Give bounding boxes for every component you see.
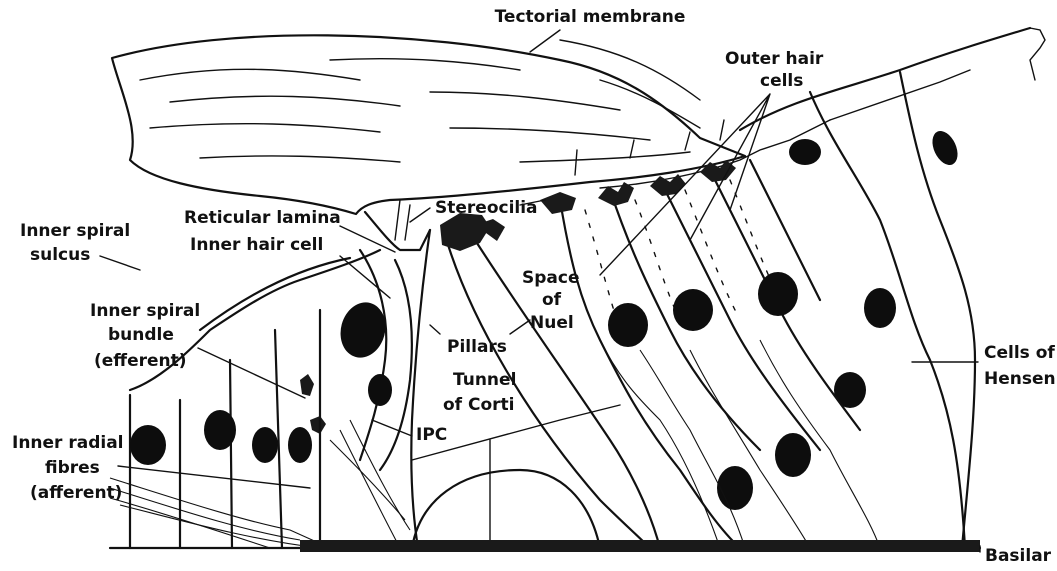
label-inner-radial-fibres-3: (afferent) <box>30 483 122 503</box>
hensen-nucleus-2 <box>927 127 962 169</box>
tectorial-membrane <box>112 35 970 214</box>
leader-inner-hair-cell <box>340 256 390 298</box>
sulcus-nucleus-3 <box>252 427 278 463</box>
deiters-nucleus-1 <box>717 466 753 510</box>
leader-inner-spiral-bundle <box>198 348 305 398</box>
sulcus-nucleus-4 <box>288 427 312 463</box>
ohc-nucleus-2 <box>673 289 713 331</box>
label-tunnel-of-corti-1: Tunnel <box>453 370 516 390</box>
basilar-membrane <box>110 540 980 552</box>
leader-ipc <box>372 420 412 436</box>
inner-phalangeal-nucleus <box>368 374 392 406</box>
hensen-nucleus-3 <box>864 288 896 328</box>
leader-inner-spiral-sulcus <box>100 256 140 270</box>
hensen-nucleus-1 <box>789 139 821 165</box>
label-inner-spiral-sulcus-1: Inner spiral <box>20 221 130 241</box>
label-inner-spiral-bundle-3: (efferent) <box>94 351 187 371</box>
label-inner-radial-fibres-2: fibres <box>45 458 100 478</box>
label-inner-spiral-sulcus-2: sulcus <box>30 245 90 265</box>
label-tectorial-membrane: Tectorial membrane <box>495 7 686 27</box>
leader-tectorial-membrane <box>530 30 560 52</box>
ohc-nucleus-3 <box>758 272 798 316</box>
inner-sulcus-cells <box>130 250 380 548</box>
label-outer-hair-cells-2: cells <box>760 71 803 91</box>
label-stereocilia: Stereocilia <box>435 198 538 218</box>
outer-hair-cells <box>540 120 880 548</box>
label-tunnel-of-corti-2: of Corti <box>443 395 515 415</box>
label-space-of-nuel-3: Nuel <box>530 313 574 333</box>
sulcus-nucleus-1 <box>130 425 166 465</box>
label-space-of-nuel-1: Space <box>522 268 580 288</box>
label-cells-of-hensen-1: Cells of <box>984 343 1055 363</box>
label-ipc: IPC <box>416 425 447 445</box>
label-reticular-lamina: Reticular lamina <box>184 208 341 228</box>
label-inner-hair-cell: Inner hair cell <box>190 235 323 255</box>
label-cells-of-hensen-2: Hensen <box>984 369 1056 389</box>
label-outer-hair-cells-1: Outer hair <box>725 49 824 69</box>
deiters-nucleus-2 <box>775 433 811 477</box>
label-inner-spiral-bundle-2: bundle <box>108 325 174 345</box>
leader-inner-radial-fibres <box>118 466 310 488</box>
label-space-of-nuel-2: of <box>542 290 562 310</box>
label-basilar: Basilar <box>985 546 1052 566</box>
label-inner-spiral-bundle-1: Inner spiral <box>90 301 200 321</box>
sulcus-nucleus-2 <box>204 410 236 450</box>
label-pillars: Pillars <box>447 337 507 357</box>
pillars-tunnel <box>411 213 660 548</box>
label-inner-radial-fibres-1: Inner radial <box>12 433 124 453</box>
ohc-nucleus-1 <box>608 303 648 347</box>
